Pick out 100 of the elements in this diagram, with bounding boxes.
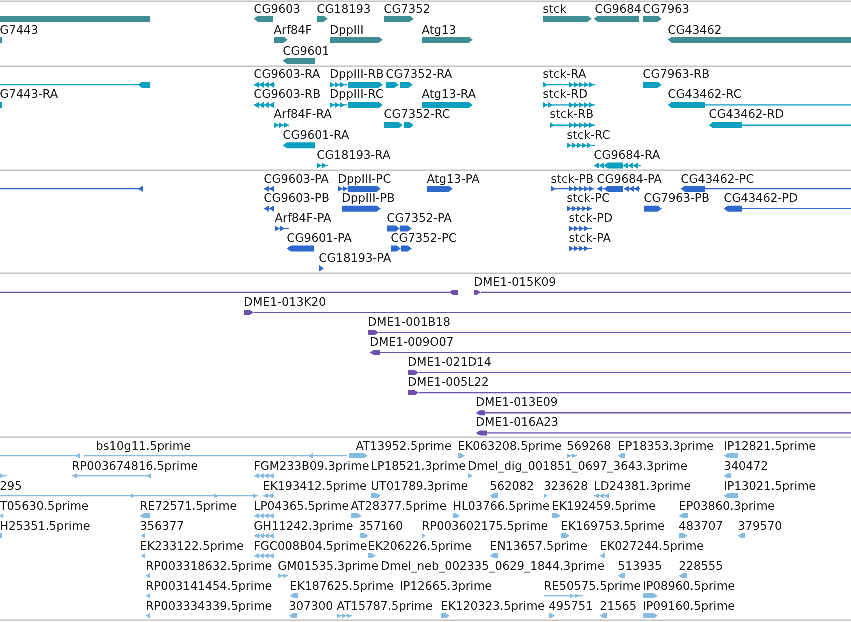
feature-label: CG7352 — [384, 2, 431, 16]
feature-label: CG9684-RA — [594, 148, 660, 162]
feature-label: Dmel_dig_001851_0697_3643.3prime — [468, 460, 688, 472]
feature-label: CG43462 — [668, 24, 722, 36]
feature-label: EK233122.5prime — [140, 540, 244, 552]
feature-label: Arf84F — [274, 24, 312, 36]
feature-label: FGM233B09.3prime — [254, 460, 370, 472]
feature-label: stck-RC — [567, 128, 610, 142]
feature-label: Atg13 — [422, 24, 456, 36]
feature-label: CG43462-RC — [668, 88, 742, 102]
feature-label: CG9684 — [595, 2, 642, 16]
feature-label: stck-RA — [543, 68, 586, 81]
feature-label: stck-PA — [569, 232, 612, 246]
feature-label: 379570 — [738, 520, 782, 532]
feature-label: Dmel_neb_002335_0629_1844.3prime — [381, 560, 605, 572]
feature-label: 295 — [0, 480, 22, 492]
feature-label: DME1-021D14 — [408, 356, 492, 369]
feature-label: RP003318632.5prime — [146, 560, 272, 572]
feature-label: 307300 — [289, 600, 334, 612]
feature-label: IP13021.5prime — [724, 480, 816, 492]
feature-label: DME1-009O07 — [370, 336, 454, 349]
feature-label: IP08960.5prime — [643, 580, 736, 592]
feature-label: DppIII — [330, 24, 364, 36]
feature-label: FGC008B04.5prime — [254, 540, 368, 552]
feature-label: DME1-001B18 — [368, 316, 451, 329]
feature-label: stck — [543, 2, 567, 16]
feature-label: CG18193-RA — [317, 148, 391, 162]
feature-label: GH11242.3prime — [254, 520, 354, 532]
feature-label: AT15787.5prime — [337, 600, 433, 612]
feature-label: EK192459.5prime — [552, 500, 656, 512]
feature-label: stck-PB — [551, 172, 594, 186]
feature-label: stck-PD — [569, 212, 613, 226]
feature-label: CG7352-PC — [391, 232, 457, 246]
feature-label: RE50575.5prime — [544, 580, 642, 592]
feature-label: RP003334339.5prime — [146, 600, 272, 612]
feature-label: IP12665.3prime — [400, 580, 492, 592]
feature-label: 323628 — [544, 480, 588, 492]
feature-label: HL03766.5prime — [453, 500, 550, 512]
feature-label: Arf84F-RA — [274, 108, 332, 122]
feature-label: CG9603-PB — [264, 192, 330, 206]
feature-label: CG9601-PA — [287, 232, 352, 246]
feature-label: CG9603-RB — [254, 88, 321, 102]
feature-label: AT28377.5prime — [351, 500, 447, 512]
feature-label: CG7963-PB — [644, 192, 710, 206]
feature-label: CG9601 — [283, 44, 330, 58]
feature-label: 495751 — [549, 600, 594, 612]
feature-label: EK169753.5prime — [561, 520, 666, 532]
feature-label: EP03860.3prime — [679, 500, 776, 512]
feature-label: CG7963-RB — [643, 68, 710, 81]
feature-label: T05630.5prime — [0, 500, 89, 512]
feature-label: EK027244.5prime — [600, 540, 704, 552]
feature-label: DME1-013E09 — [476, 396, 558, 410]
feature-label: stck-RD — [543, 88, 588, 102]
feature-label: bs10g11.5prime — [96, 440, 192, 452]
feature-label: CG9603-PA — [264, 172, 329, 186]
feature-label: DppIII-RC — [330, 88, 384, 102]
feature-label: RE72571.5prime — [140, 500, 238, 512]
feature-label: 483707 — [679, 520, 724, 532]
feature-label: LD24381.3prime — [594, 480, 692, 492]
feature-label: CG43462-PC — [681, 172, 754, 186]
feature-label: CG18193 — [317, 2, 371, 16]
feature-label: CG7963 — [643, 2, 690, 16]
feature-label: H25351.5prime — [0, 520, 90, 532]
feature-label: IP12821.5prime — [724, 440, 816, 452]
feature-label: IP09160.5prime — [643, 600, 736, 612]
feature-label: EK120323.5prime — [441, 600, 546, 612]
feature-label: CG9603 — [254, 2, 301, 16]
feature-label: Atg13-PA — [427, 172, 480, 186]
feature-label: CG43462-PD — [724, 192, 798, 206]
feature-label: CG9684-PA — [597, 172, 662, 186]
feature-label: 340472 — [724, 460, 768, 472]
feature-label: DME1-013K20 — [244, 296, 326, 309]
feature-label: CG7352-PA — [387, 212, 452, 226]
feature-label: 357160 — [359, 520, 404, 532]
feature-label: stck-RB — [550, 108, 594, 122]
feature-label: 228555 — [679, 560, 724, 572]
feature-label: 562082 — [490, 480, 534, 492]
feature-label: CG9601-RA — [283, 128, 350, 142]
feature-label: AT13952.5prime — [356, 440, 452, 452]
feature-label: 356377 — [140, 520, 184, 532]
feature-label: RP003674816.5prime — [72, 460, 198, 472]
feature-label: EK063208.5prime — [458, 440, 562, 452]
feature-label: EP18353.3prime — [618, 440, 714, 452]
feature-label: 21565 — [600, 600, 637, 612]
feature-label: DME1-005L22 — [408, 376, 490, 389]
feature-label: CG9603-RA — [254, 68, 320, 81]
feature-label: CG43462-RD — [709, 108, 784, 122]
feature-label: DME1-016A23 — [476, 416, 559, 430]
feature-label: G7443-RA — [0, 88, 58, 102]
feature-label: RP003141454.5prime — [146, 580, 272, 592]
feature-label: UT01789.3prime — [371, 480, 468, 492]
feature-label: Atg13-RA — [422, 88, 476, 102]
feature-label: GM01535.3prime — [278, 560, 379, 572]
feature-label: 569268 — [567, 440, 612, 452]
feature-label: RP003602175.5prime — [422, 520, 548, 532]
feature-label: LP18521.3prime — [371, 460, 466, 472]
feature-label: DME1-015K09 — [474, 276, 556, 288]
feature-label: DppIII-PC — [338, 172, 392, 186]
feature-label: EK187625.5prime — [290, 580, 394, 592]
feature-label: 513935 — [618, 560, 662, 572]
